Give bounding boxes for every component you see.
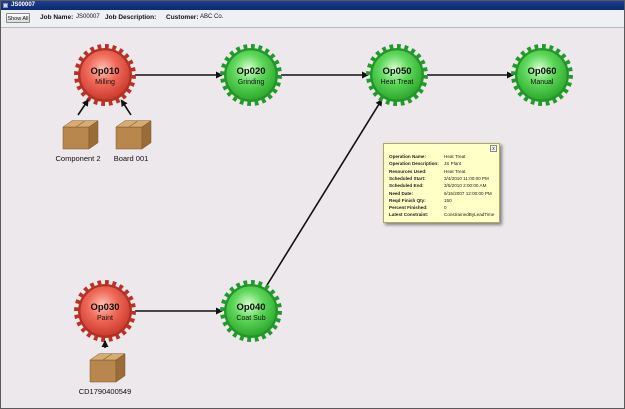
operation-name: Heat Treat [381,79,414,86]
customer-label: Customer: [166,14,199,21]
operation-id: Op050 [382,66,411,77]
flow-arrow [266,98,383,286]
tooltip-row-value: 3/4/2010 11:00:00 PM [444,175,489,181]
material-arrow [120,99,132,116]
tooltip-row-value: 6/15/2007 12:00:00 PM [444,190,492,196]
material-label: Component 2 [55,154,100,163]
title-bar: JS00007 [1,1,624,10]
operation-node-face [225,49,277,101]
tooltip-row-value: 3/5/2010 2:00:00 AM [444,183,487,189]
operation-name: Paint [97,315,113,322]
operation-id: Op030 [90,302,119,313]
operation-node-face [516,49,568,101]
tooltip-row-label: Percent Finished: [389,205,428,211]
operation-node-face [79,49,131,101]
window-title: JS00007 [11,2,36,8]
tooltip-row-label: Resources Used: [389,168,427,174]
show-all-button[interactable]: Show All [6,13,30,23]
operation-node-face [79,285,131,337]
material-arrow [77,99,89,116]
tooltip-row-label: Operation Name: [389,154,427,159]
box-icon [89,353,126,383]
operation-name: Coat Sub [236,315,265,322]
customer-value: ABC Co. [200,14,224,20]
operation-name: Grinding [238,79,265,86]
material-label: Board 001 [114,154,149,163]
job-description-label: Job Description: [105,14,157,21]
operation-node-face [225,285,277,337]
operation-id: Op020 [236,66,265,77]
box-icon [62,120,99,150]
job-name-value: JS00007 [76,14,100,20]
tooltip-row-value: Heat Treat [444,154,466,159]
tooltip-row-label: Scheduled Start: [389,175,426,181]
operation-name: Milling [95,79,115,86]
tooltip-row-label: Scheduled End: [389,183,424,189]
operation-id: Op060 [527,66,556,77]
tooltip-row-label: Reqd Finish Qty: [389,197,426,203]
tooltip-row-label: Need Date: [389,190,413,196]
tooltip-row-value: Heat Treat [444,168,466,174]
operation-name: Manual [531,79,554,86]
material-item[interactable]: Board 001 [114,99,152,163]
tooltip-row-value: ConstrainedByLeadTime [444,212,495,218]
operation-node-face [371,49,423,101]
material-label: CD1790400549 [79,387,132,396]
tooltip-row-label: Latest Constraint: [389,212,429,218]
tooltip-row-value: 150 [444,197,452,203]
operation-id: Op040 [236,302,265,313]
operation-id: Op010 [90,66,119,77]
tooltip-row-value: JS Plant [444,161,462,167]
tooltip-close-button[interactable]: x [490,145,497,152]
material-item[interactable]: CD1790400549 [79,340,132,396]
job-name-label: Job Name: [40,14,74,21]
box-icon [115,120,152,150]
tooltip-row-value: 0 [444,205,447,211]
tooltip-row-label: Operation Description: [389,161,439,167]
job-toolbar: Show All Job Name: JS00007 Job Descripti… [1,10,624,28]
material-item[interactable]: Component 2 [55,99,101,163]
window-icon [3,3,8,8]
